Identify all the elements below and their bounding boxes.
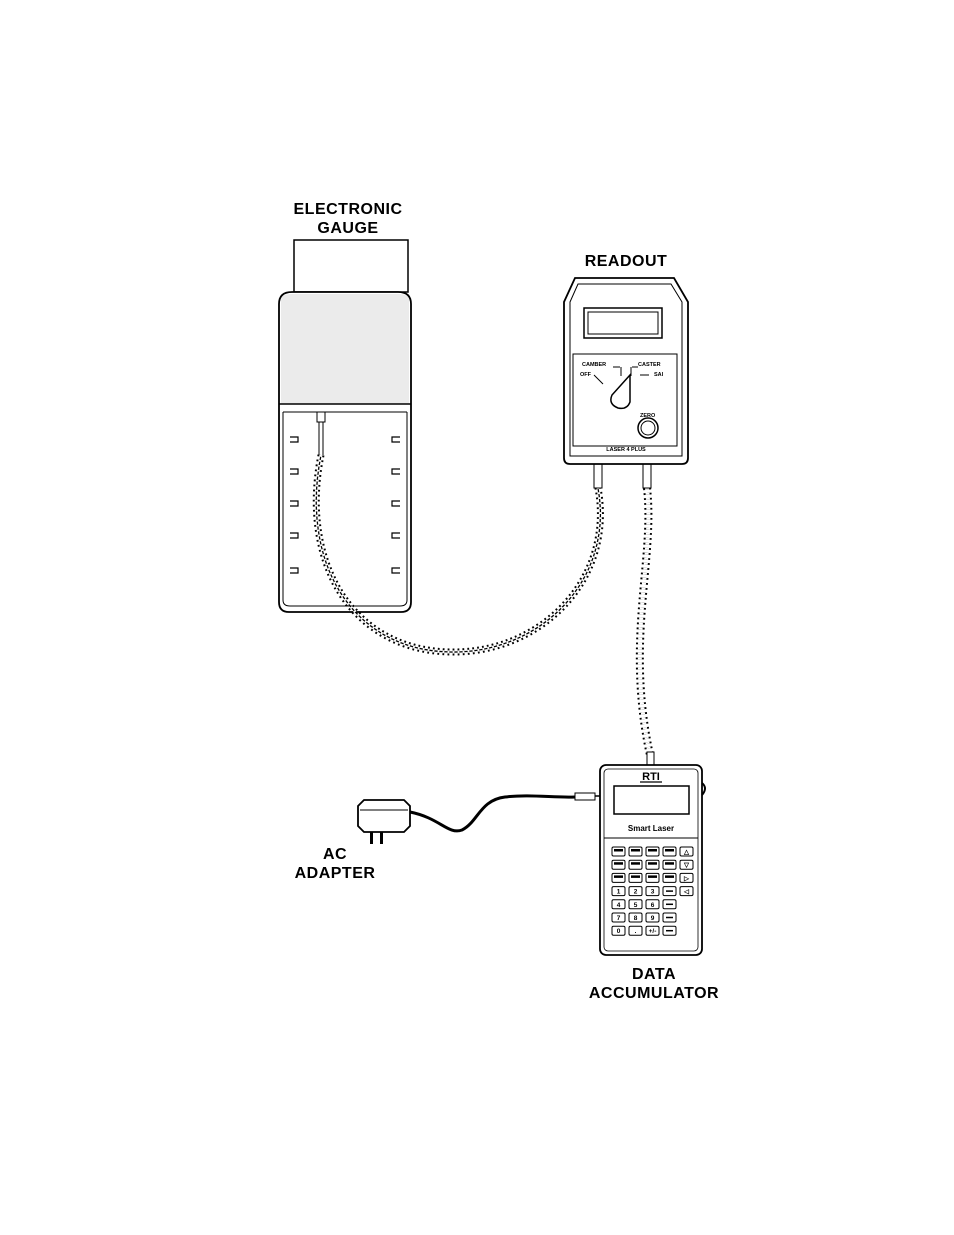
keypad-key <box>628 912 643 923</box>
readout-caster-label: CASTER <box>638 362 661 368</box>
readout-off-label: OFF <box>580 372 592 378</box>
keypad-key-label: 4 <box>617 902 621 909</box>
readout-display <box>583 307 663 339</box>
keypad-key-label: 0 <box>617 928 621 935</box>
accumulator-display <box>613 785 690 815</box>
keypad-key <box>628 925 643 936</box>
selector-knob <box>610 373 631 410</box>
accumulator-brand: RTI <box>642 771 660 783</box>
keypad-key-label: 7 <box>617 915 621 922</box>
ac-adapter-line-1: AC <box>322 846 348 863</box>
keypad-key <box>679 846 694 857</box>
keypad-key-label: ▽ <box>683 862 690 869</box>
readout-body <box>563 277 689 465</box>
keypad-key-glyph <box>614 849 623 852</box>
keypad-key <box>611 912 626 923</box>
keypad-key-label: 1 <box>617 889 621 896</box>
keypad-key-glyph <box>648 862 657 865</box>
keypad-key-glyph <box>648 875 657 878</box>
accumulator-name: Smart Laser <box>628 824 674 833</box>
adapter-body <box>357 799 411 833</box>
keypad-key-label: 5 <box>634 902 638 909</box>
keypad-key <box>628 899 643 910</box>
keypad-key-glyph <box>631 862 640 865</box>
keypad-key <box>611 886 626 897</box>
ac-adapter-line-2: ADAPTER <box>294 865 376 882</box>
data-accumulator-line-2: ACCUMULATOR <box>588 985 720 1002</box>
keypad-key <box>628 886 643 897</box>
ac-adapter <box>357 792 601 844</box>
gauge-notches <box>290 436 400 574</box>
readout-camber-label: CAMBER <box>582 362 606 368</box>
keypad-key-label: ◁ <box>683 889 690 896</box>
keypad-key <box>645 912 660 923</box>
readout-sai-label: SAI <box>654 372 664 378</box>
keypad-key <box>611 899 626 910</box>
keypad: △ ▽ ▷ 1 2 3 ◁ 4 5 6 7 8 9 0. +/- <box>611 846 694 936</box>
keypad-key-label: . <box>635 928 637 935</box>
readout-model-label: LASER 4 PLUS <box>606 447 646 453</box>
adapter-cable <box>409 794 576 833</box>
keypad-key-glyph <box>631 875 640 878</box>
adapter-prong-1 <box>370 832 373 844</box>
data-accumulator-line-1: DATA <box>631 966 677 983</box>
electronic-gauge <box>278 239 412 613</box>
adapter-prong-2 <box>380 832 383 844</box>
keypad-key-label: 9 <box>651 915 655 922</box>
keypad-key-glyph <box>631 849 640 852</box>
keypad-key-label: ▷ <box>683 875 690 882</box>
electronic-gauge-line-2: GAUGE <box>317 220 379 237</box>
keypad-key-glyph <box>665 862 674 865</box>
keypad-key-glyph <box>665 849 674 852</box>
data-accumulator-label: DATA ACCUMULATOR <box>570 965 738 1003</box>
gauge-shaded-head <box>281 294 409 404</box>
keypad-key <box>645 886 660 897</box>
keypad-key-glyph <box>614 862 623 865</box>
keypad-key-glyph <box>614 875 623 878</box>
keypad-key <box>645 925 660 936</box>
ac-adapter-label: AC ADAPTER <box>270 845 400 883</box>
readout-panel <box>572 353 678 447</box>
keypad-key-label: +/- <box>649 928 657 935</box>
electronic-gauge-label: ELECTRONIC GAUGE <box>268 200 428 238</box>
electronic-gauge-line-1: ELECTRONIC <box>293 201 403 218</box>
keypad-key-label: △ <box>683 849 690 856</box>
keypad-key-glyph <box>648 849 657 852</box>
keypad-key-label: 8 <box>634 915 638 922</box>
gauge-top-block <box>293 239 409 293</box>
readout-device <box>563 277 689 465</box>
readout-label: READOUT <box>584 253 668 270</box>
keypad-key-label: 2 <box>634 889 638 896</box>
keypad-key <box>611 925 626 936</box>
keypad-key <box>679 859 694 870</box>
keypad-key <box>679 886 694 897</box>
data-accumulator: △ ▽ ▷ 1 2 3 ◁ 4 5 6 7 8 9 0. +/- <box>599 764 706 956</box>
readout-zero-label: ZERO <box>640 413 656 419</box>
keypad-key <box>645 899 660 910</box>
keypad-key <box>679 872 694 883</box>
keypad-key-glyph <box>665 875 674 878</box>
keypad-key-label: 6 <box>651 902 655 909</box>
keypad-key-label: 3 <box>651 889 655 896</box>
